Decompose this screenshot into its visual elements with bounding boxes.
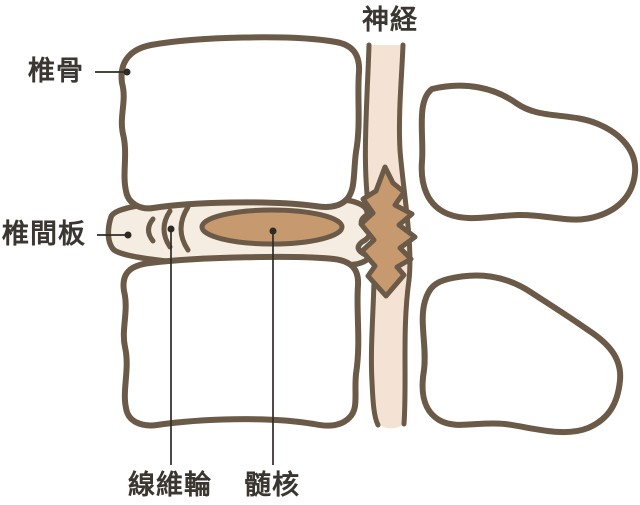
annulus-arc	[161, 208, 173, 250]
spinous-process-lower	[419, 272, 624, 436]
annulus-arc	[178, 204, 191, 253]
label-nerve: 神経	[362, 5, 418, 36]
spinous-process-upper	[418, 82, 639, 223]
label-vertebra: 椎骨	[28, 56, 84, 87]
lower-vertebra	[120, 253, 362, 429]
label-annulus-fibrosus: 線維輪	[128, 470, 212, 501]
leader-dots	[123, 68, 277, 239]
upper-vertebra	[118, 34, 363, 212]
hernia-bulge	[358, 164, 418, 299]
nucleus-ellipse	[199, 207, 345, 247]
label-nucleus-pulposus: 髄核	[244, 470, 300, 501]
leader-dot-vertebra	[123, 68, 131, 76]
annulus-arcs	[146, 204, 191, 253]
leader-dot-annulus	[167, 225, 175, 233]
label-disc: 椎間板	[2, 219, 86, 250]
nerve-right-outline	[396, 42, 413, 427]
leader-dot-disc	[124, 231, 132, 239]
leader-dot-nucleus	[269, 227, 277, 235]
annulus-arc	[146, 216, 156, 244]
leader-lines	[95, 71, 274, 465]
